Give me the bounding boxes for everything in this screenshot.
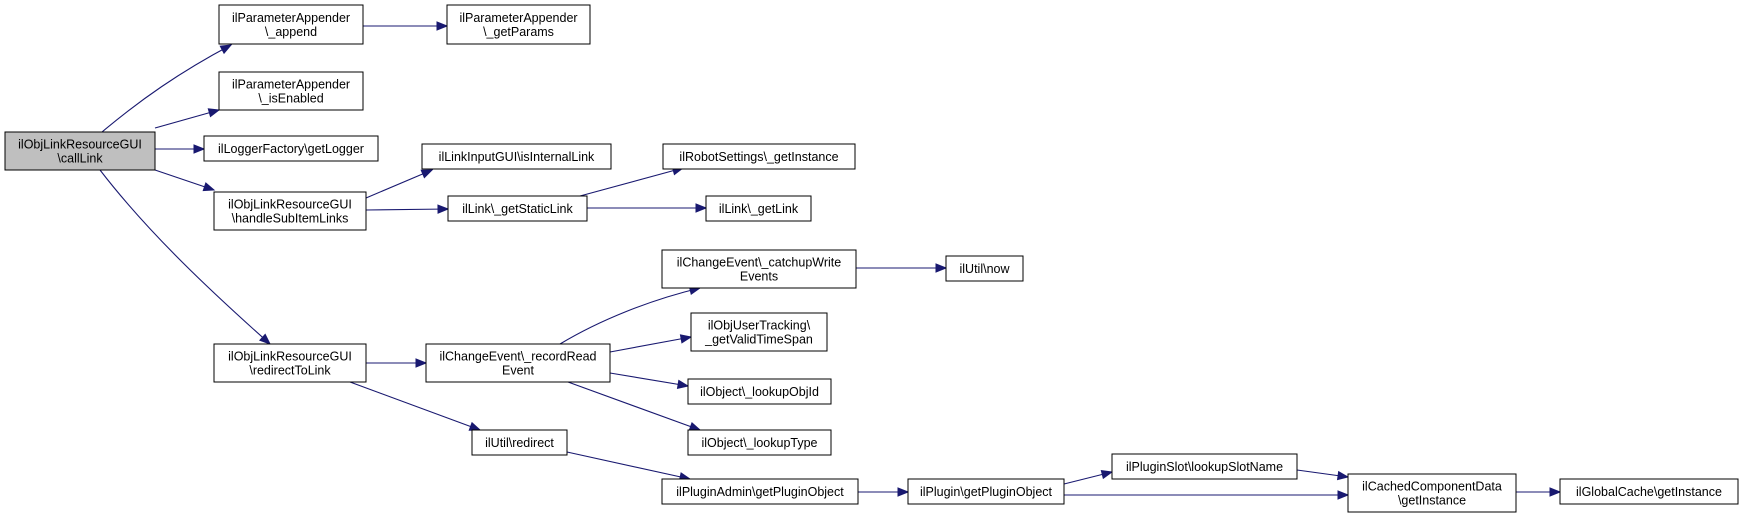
node-label: ilLink\_getLink: [719, 202, 799, 216]
node-pluginGetPluginObject[interactable]: ilPlugin\getPluginObject: [907, 478, 1065, 505]
node-label: \redirectToLink: [249, 364, 331, 378]
node-label: ilGlobalCache\getInstance: [1576, 485, 1722, 499]
edges-layer: [99, 21, 1562, 500]
node-label: ilPluginSlot\lookupSlotName: [1126, 460, 1283, 474]
node-label: ilObjLinkResourceGUI: [18, 138, 142, 152]
node-label: ilPlugin\getPluginObject: [920, 485, 1053, 499]
edge-append-to-getParams: [363, 21, 449, 31]
node-adminGetPluginObject[interactable]: ilPluginAdmin\getPluginObject: [661, 478, 859, 505]
edge-adminGetPluginObject-to-pluginGetPluginObject: [858, 487, 910, 497]
node-label: Event: [502, 364, 534, 378]
node-handleSubItemLinks[interactable]: ilObjLinkResourceGUI\handleSubItemLinks: [213, 191, 367, 231]
edge-lookupSlotName-to-cachedGetInstance: [1296, 469, 1350, 481]
node-label: ilCachedComponentData: [1362, 480, 1502, 494]
node-lookupType[interactable]: ilObject\_lookupType: [687, 429, 832, 456]
edge-callLink-to-append: [101, 44, 233, 133]
edge-redirectToLink-to-recordReadEvent: [366, 358, 428, 368]
node-label: \_isEnabled: [258, 92, 323, 106]
node-label: ilUtil\redirect: [485, 436, 554, 450]
node-redirect[interactable]: ilUtil\redirect: [471, 429, 568, 456]
node-label: ilParameterAppender: [232, 11, 350, 25]
edge-recordReadEvent-to-lookupObjId: [609, 372, 690, 389]
edge-callLink-to-isEnabled: [154, 108, 221, 129]
edge-handleSubItemLinks-to-isInternalLink: [365, 169, 434, 199]
edge-callLink-to-getLogger: [155, 144, 206, 154]
node-now[interactable]: ilUtil\now: [945, 255, 1024, 282]
node-label: ilObject\_lookupObjId: [700, 385, 819, 399]
node-label: ilChangeEvent\_catchupWrite: [677, 256, 841, 270]
edge-handleSubItemLinks-to-getStaticLink: [365, 204, 450, 214]
node-cachedGetInstance[interactable]: ilCachedComponentData\getInstance: [1347, 473, 1517, 513]
node-label: ilObject\_lookupType: [701, 436, 817, 450]
node-redirectToLink[interactable]: ilObjLinkResourceGUI\redirectToLink: [213, 343, 367, 383]
edge-catchupWriteEvents-to-now: [856, 263, 948, 273]
node-label: \handleSubItemLinks: [232, 212, 349, 226]
node-label: ilObjLinkResourceGUI: [228, 198, 352, 212]
edge-redirectToLink-to-redirect: [349, 381, 482, 431]
edge-callLink-to-handleSubItemLinks: [154, 169, 216, 192]
nodes-layer: ilObjLinkResourceGUI\callLinkilParameter…: [4, 4, 1739, 513]
node-label: ilUtil\now: [959, 262, 1010, 276]
node-label: \_getParams: [483, 25, 554, 39]
node-getValidTimeSpan[interactable]: ilObjUserTracking\_getValidTimeSpan: [690, 312, 828, 352]
node-label: ilLinkInputGUI\isInternalLink: [439, 150, 595, 164]
edge-getStaticLink-to-robotGetInstance: [579, 166, 685, 197]
node-label: _getValidTimeSpan: [704, 333, 813, 347]
node-isEnabled[interactable]: ilParameterAppender\_isEnabled: [218, 71, 364, 111]
edge-recordReadEvent-to-getValidTimeSpan: [609, 334, 693, 353]
node-getLogger[interactable]: ilLoggerFactory\getLogger: [203, 135, 379, 162]
edge-cachedGetInstance-to-globalGetInstance: [1516, 487, 1562, 497]
node-label: ilRobotSettings\_getInstance: [679, 150, 838, 164]
edge-pluginGetPluginObject-to-lookupSlotName: [1063, 469, 1114, 485]
node-append[interactable]: ilParameterAppender\_append: [218, 4, 364, 45]
node-label: ilParameterAppender: [232, 78, 350, 92]
node-lookupObjId[interactable]: ilObject\_lookupObjId: [687, 378, 832, 405]
node-label: ilObjLinkResourceGUI: [228, 350, 352, 364]
node-lookupSlotName[interactable]: ilPluginSlot\lookupSlotName: [1111, 453, 1298, 480]
edge-callLink-to-redirectToLink: [99, 169, 272, 345]
edge-recordReadEvent-to-lookupType: [567, 381, 702, 431]
node-label: \callLink: [57, 152, 103, 166]
node-label: ilObjUserTracking\: [708, 319, 811, 333]
node-robotGetInstance[interactable]: ilRobotSettings\_getInstance: [662, 143, 856, 170]
edge-redirect-to-adminGetPluginObject: [566, 451, 692, 482]
node-isInternalLink[interactable]: ilLinkInputGUI\isInternalLink: [421, 143, 612, 170]
node-label: \getInstance: [1398, 494, 1466, 508]
node-globalGetInstance[interactable]: ilGlobalCache\getInstance: [1559, 478, 1739, 505]
node-label: ilParameterAppender: [459, 11, 577, 25]
edge-recordReadEvent-to-catchupWriteEvents: [559, 285, 702, 345]
edge-pluginGetPluginObject-to-cachedGetInstance: [1064, 490, 1350, 500]
node-getStaticLink[interactable]: ilLink\_getStaticLink: [447, 195, 588, 222]
node-label: ilLink\_getStaticLink: [462, 202, 573, 216]
node-label: Events: [740, 270, 778, 284]
edge-getStaticLink-to-getLink: [587, 203, 708, 213]
node-label: ilChangeEvent\_recordRead: [439, 350, 596, 364]
node-label: ilLoggerFactory\getLogger: [218, 142, 364, 156]
node-label: ilPluginAdmin\getPluginObject: [676, 485, 844, 499]
node-getParams[interactable]: ilParameterAppender\_getParams: [446, 4, 591, 45]
node-callLink[interactable]: ilObjLinkResourceGUI\callLink: [4, 131, 156, 171]
node-getLink[interactable]: ilLink\_getLink: [705, 195, 812, 222]
node-label: \_append: [265, 25, 317, 39]
